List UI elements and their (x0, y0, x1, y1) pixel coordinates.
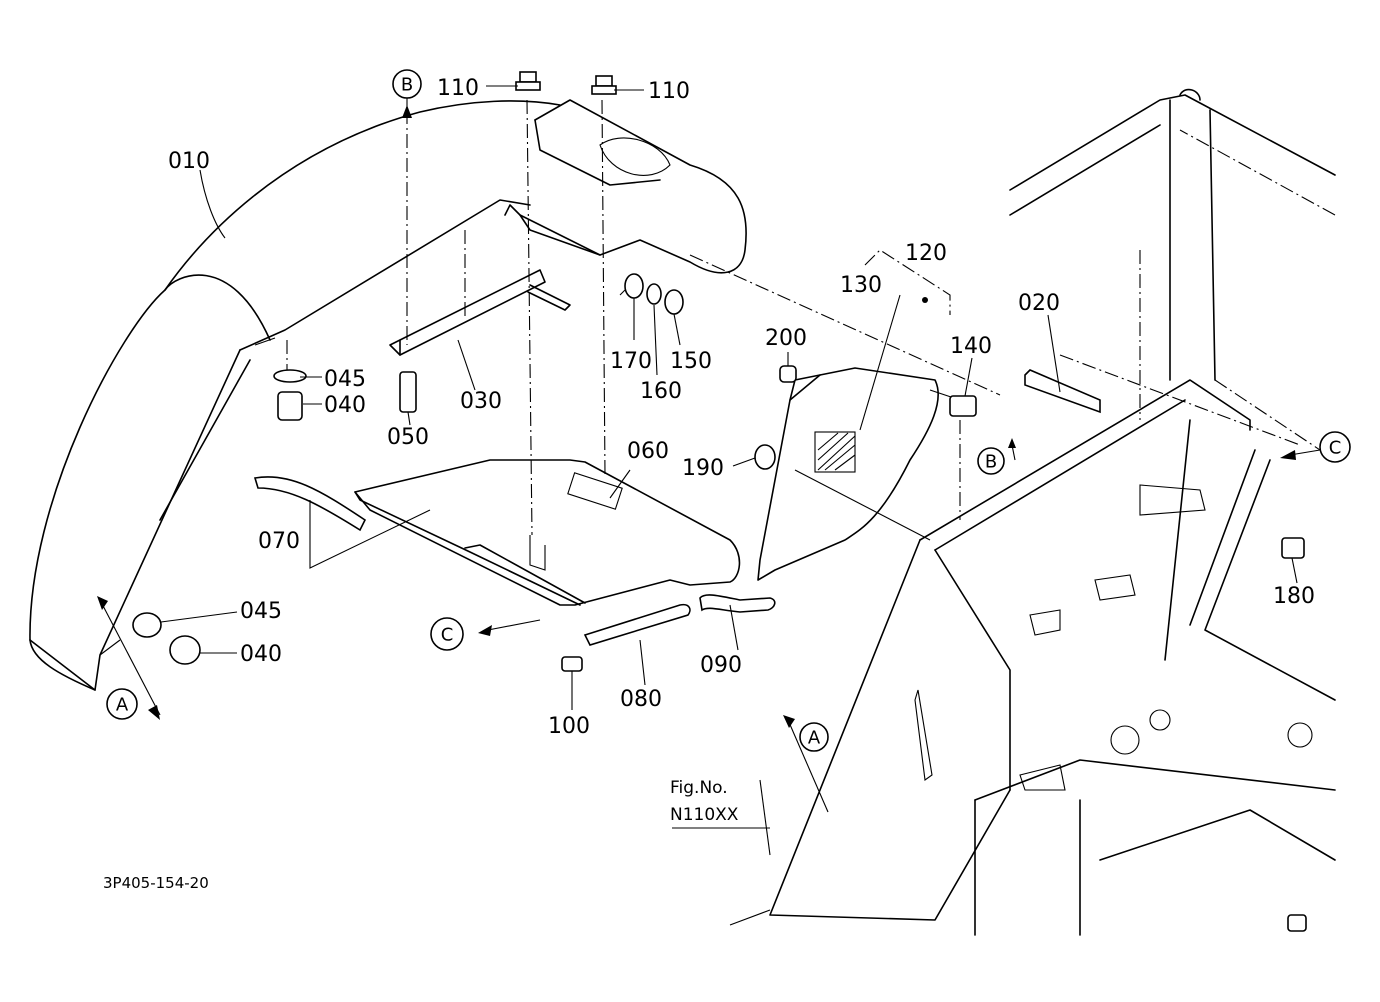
marker-a-left-label: A (116, 695, 129, 716)
bolt-180 (1281, 537, 1305, 559)
cover-060 (354, 459, 741, 606)
label-050: 050 (387, 425, 429, 450)
label-110-left: 110 (437, 76, 479, 101)
bolt-110-left (515, 71, 541, 91)
cap-fitting (1287, 914, 1307, 932)
washer-045-lower (132, 612, 162, 638)
fender-010 (29, 100, 561, 691)
seat-tray (504, 99, 747, 274)
grommet-200 (779, 365, 797, 383)
label-020: 020 (1018, 291, 1060, 316)
bolt-110-right (591, 75, 617, 95)
drawing-code: 3P405-154-20 (103, 874, 209, 892)
label-160: 160 (640, 379, 682, 404)
marker-b-top-label: B (401, 75, 413, 96)
washer-160 (646, 283, 662, 305)
label-010: 010 (168, 149, 210, 174)
nut-170 (624, 273, 644, 299)
hardware (132, 71, 1307, 932)
grommet-040-lower (169, 635, 201, 665)
marker-b-right: B (977, 447, 1005, 475)
label-110-right: 110 (648, 79, 690, 104)
label-140: 140 (950, 334, 992, 359)
bar-020 (1024, 369, 1101, 414)
label-120: 120 (905, 241, 947, 266)
label-030: 030 (460, 389, 502, 414)
label-080: 080 (620, 687, 662, 712)
label-200: 200 (765, 326, 807, 351)
washer-045-upper (273, 369, 307, 383)
stud-050 (399, 371, 417, 413)
marker-c-right: C (1319, 431, 1351, 463)
leader-lines (160, 85, 1298, 856)
grommet-040-upper (277, 391, 303, 421)
label-045-lower: 045 (240, 599, 282, 624)
label-130: 130 (840, 273, 882, 298)
label-100: 100 (548, 714, 590, 739)
bolt-100 (561, 656, 583, 672)
figure-ref-label: Fig.No. (670, 778, 728, 798)
figure-ref-number: N110XX (670, 805, 739, 825)
label-040-lower: 040 (240, 642, 282, 667)
label-190: 190 (682, 456, 724, 481)
marker-c-left-label: C (441, 625, 454, 646)
marker-c-right-label: C (1329, 438, 1342, 459)
label-060: 060 (627, 439, 669, 464)
marker-a-mid: A (799, 722, 829, 752)
machine-frame (729, 88, 1336, 936)
screw-point-120 (922, 297, 928, 303)
label-180: 180 (1273, 584, 1315, 609)
grommet-190 (754, 444, 776, 470)
label-070: 070 (258, 529, 300, 554)
label-150: 150 (670, 349, 712, 374)
marker-b-top: B (392, 69, 422, 99)
marker-a-left: A (106, 688, 138, 720)
reference-arrows (97, 98, 1321, 813)
label-045-upper: 045 (324, 367, 366, 392)
strip-080 (583, 603, 691, 646)
part-labels: 010 020 030 040 040 045 045 050 060 070 … (168, 76, 1315, 739)
label-040-upper: 040 (324, 393, 366, 418)
washer-150 (664, 289, 684, 315)
bracket-030 (389, 269, 571, 356)
bolt-140 (949, 395, 977, 417)
label-170: 170 (610, 349, 652, 374)
marker-a-mid-label: A (808, 728, 821, 749)
strip-090 (699, 594, 776, 613)
panel-120 (757, 249, 951, 581)
marker-b-right-label: B (985, 452, 997, 473)
label-090: 090 (700, 653, 742, 678)
marker-c-left: C (430, 617, 464, 651)
strip-070 (253, 476, 431, 569)
